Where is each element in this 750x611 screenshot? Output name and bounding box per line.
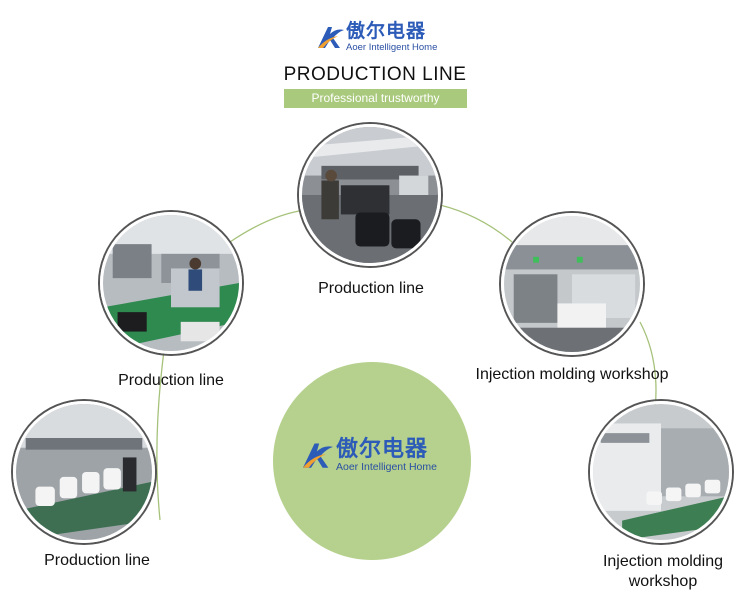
logo-chinese-name: 傲尔电器 (346, 21, 427, 42)
aoer-logo-icon (303, 443, 333, 468)
caption-production-line-top: Production line (318, 280, 424, 297)
caption-production-line-left: Production line (118, 372, 224, 389)
photo-injection-molding-right (501, 213, 643, 355)
photo-injection-molding-bottom-right (590, 401, 732, 543)
caption-injection-molding-bottom-right: Injection molding workshop (602, 553, 724, 590)
caption-injection-molding-right: Injection molding workshop (475, 366, 669, 383)
center-logo-chinese-name: 傲尔电器 (336, 436, 429, 461)
photo-production-line-top (299, 124, 441, 266)
center-green-circle (273, 362, 471, 560)
subtitle-banner: Professional trustworthy (284, 89, 467, 108)
caption-production-line-bottom-left: Production line (44, 552, 150, 569)
header-logo: 傲尔电器 Aoer Intelligent Home (316, 22, 437, 53)
center-logo-english-name: Aoer Intelligent Home (336, 461, 437, 473)
center-logo: 傲尔电器 Aoer Intelligent Home (300, 438, 437, 473)
aoer-logo-icon (318, 27, 344, 49)
photo-production-line-left (100, 212, 242, 354)
page-title: PRODUCTION LINE (283, 64, 467, 85)
logo-english-name: Aoer Intelligent Home (346, 42, 438, 53)
photo-production-line-bottom-left (13, 401, 155, 543)
